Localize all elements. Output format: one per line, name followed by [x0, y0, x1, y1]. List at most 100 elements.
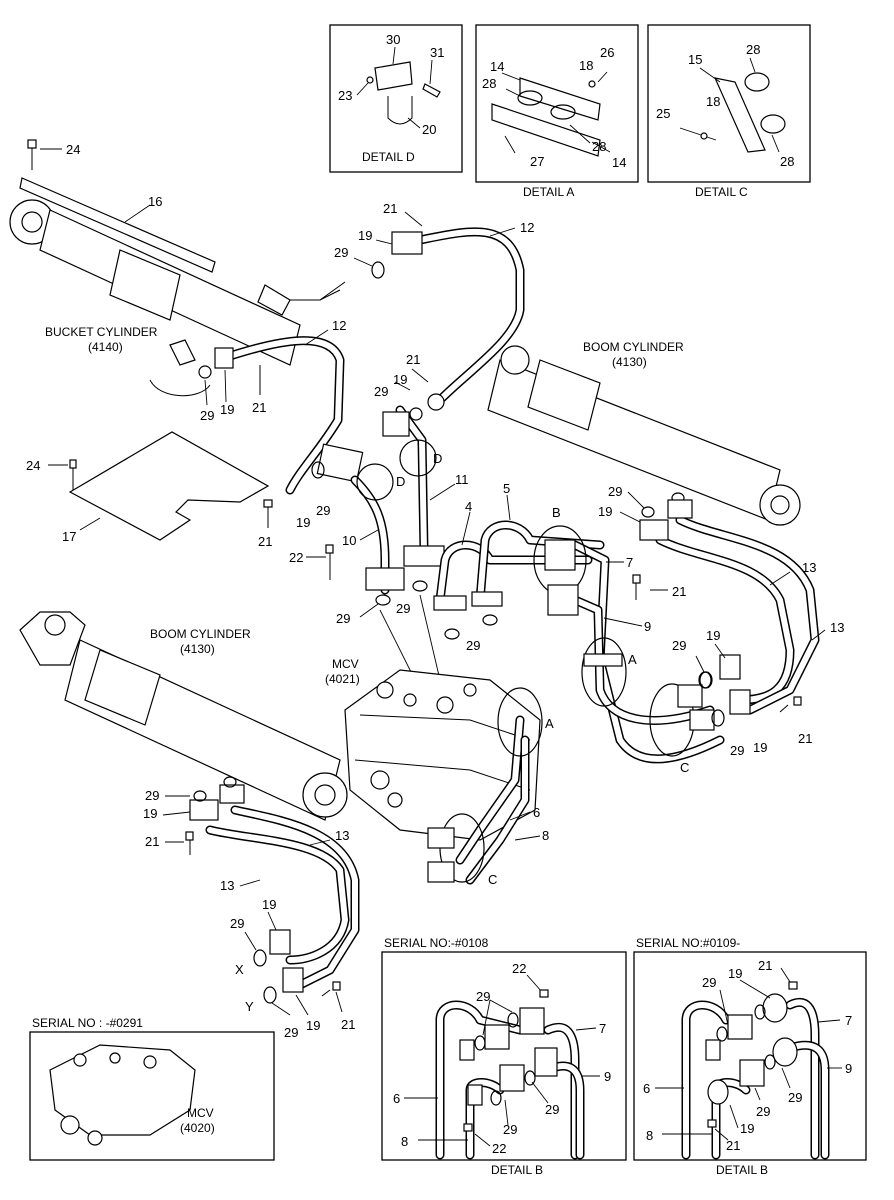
label: 29: [788, 1090, 802, 1105]
detail-b-early: SERIAL NO:-#0108 22 29 7 6 9 29: [381, 936, 627, 1177]
clamp-half-lower: [491, 103, 601, 157]
label: 19: [262, 897, 276, 912]
label: 29: [672, 638, 686, 653]
nut: [366, 76, 374, 84]
label: 15: [688, 52, 702, 67]
label: 12: [332, 318, 346, 333]
label: 8: [542, 828, 549, 843]
label: 8: [401, 1134, 408, 1149]
detail-a: 14 26 18 28 28 27 14 DETAIL A: [475, 24, 639, 199]
label: 27: [530, 154, 544, 169]
boom-cylinder-left-name: BOOM CYLINDER: [150, 627, 251, 641]
label: 13: [335, 828, 349, 843]
label: 29: [466, 638, 480, 653]
label: 21: [406, 352, 420, 367]
boom-cylinder-left-code: (4130): [180, 642, 215, 656]
label: 29: [756, 1104, 770, 1119]
label: 6: [643, 1081, 650, 1096]
top-pipe-labels: 21 19 29 29 19 21: [198, 201, 423, 423]
serial-left: SERIAL NO : -#0291: [32, 1016, 143, 1030]
label: 16: [148, 194, 162, 209]
label: 21: [798, 731, 812, 746]
label: 29: [200, 408, 214, 423]
label: 6: [393, 1091, 400, 1106]
label: 18: [579, 58, 593, 73]
label: 14: [490, 59, 504, 74]
marker: A: [628, 652, 637, 667]
mcv-main: MCV (4021) A C 6 8: [325, 657, 554, 887]
label: 7: [845, 1013, 852, 1028]
u-bolt: [387, 96, 413, 125]
label: 21: [758, 958, 772, 973]
orings-mcv: 29 29 29: [336, 580, 498, 691]
label: 9: [644, 619, 651, 634]
detail-c-frame: [647, 24, 811, 183]
label: 29: [334, 245, 348, 260]
label: 24: [26, 458, 40, 473]
label: 13: [802, 560, 816, 575]
boom-cylinder-right-code: (4130): [612, 355, 647, 369]
label: 31: [430, 45, 444, 60]
label: 22: [512, 961, 526, 976]
label: 14: [612, 155, 626, 170]
bolt: [422, 83, 441, 98]
pipes-10-11: D D 11 10 22 21: [289, 352, 469, 595]
detail-b-late-frame: [633, 951, 867, 1161]
clamp-half-upper: [519, 77, 601, 121]
label: 25: [656, 106, 670, 121]
label: 29: [396, 601, 410, 616]
marker: A: [545, 716, 554, 731]
label: 19: [753, 740, 767, 755]
marker: C: [488, 872, 497, 887]
flange-19-mid: [382, 411, 410, 437]
mid-left-labels: 29 19 19 29 21: [258, 372, 411, 549]
clamp-bracket: [374, 61, 413, 91]
detail-b-late-caption: DETAIL B: [716, 1163, 768, 1177]
detail-b-early-frame: [381, 951, 627, 1161]
bucket-cylinder-name: BUCKET CYLINDER: [45, 325, 158, 339]
cover-plate-17: 24 17: [26, 431, 270, 544]
label: 29: [476, 989, 490, 1004]
label: 29: [374, 384, 388, 399]
label: 21: [726, 1138, 740, 1153]
label: 5: [503, 481, 510, 496]
label: 29: [284, 1025, 298, 1040]
detail-b-late: SERIAL NO:#0109- 21 29 19 7 6 9 29: [633, 936, 867, 1177]
marker: B: [552, 505, 561, 520]
label: 21: [145, 834, 159, 849]
label: 7: [626, 555, 633, 570]
label: 30: [386, 32, 400, 47]
label: 13: [830, 620, 844, 635]
inset-mcv-frame: [29, 1031, 275, 1161]
bolt-24-top: 24: [27, 139, 80, 170]
guard-16: [19, 177, 216, 273]
inset-mcv-serial: SERIAL NO : -#0291 MCV (4020): [29, 1016, 275, 1161]
label: 9: [604, 1069, 611, 1084]
boom-cylinder-right-name: BOOM CYLINDER: [583, 340, 684, 354]
bucket-cylinder: 16 BUCKET CYLINDER (4140): [9, 177, 301, 366]
boom-cylinder-left: BOOM CYLINDER (4130): [19, 611, 348, 821]
label: 11: [455, 472, 469, 487]
serial-b1: SERIAL NO:-#0108: [384, 936, 489, 950]
mcv-main-code: (4021): [325, 672, 360, 686]
label: 19: [306, 1018, 320, 1033]
label: 26: [600, 45, 614, 60]
mcv-inset-name: MCV: [187, 1106, 214, 1120]
label: 21: [258, 534, 272, 549]
label: 9: [845, 1061, 852, 1076]
label: 29: [545, 1102, 559, 1117]
flange-19: [391, 231, 423, 255]
pipes-13-left: 29 19 21 13 13 19 29 X Y 29 19 21: [143, 776, 360, 1040]
label: 29: [702, 975, 716, 990]
detail-c: 15 28 25 18 28 DETAIL C: [647, 24, 811, 199]
label: 19: [728, 966, 742, 981]
label: 21: [383, 201, 397, 216]
detail-b-early-caption: DETAIL B: [491, 1163, 543, 1177]
marker: D: [396, 474, 405, 489]
label: 19: [143, 806, 157, 821]
label: 22: [492, 1141, 506, 1156]
label: 8: [646, 1128, 653, 1143]
label: 28: [482, 76, 496, 91]
label: 10: [342, 533, 356, 548]
